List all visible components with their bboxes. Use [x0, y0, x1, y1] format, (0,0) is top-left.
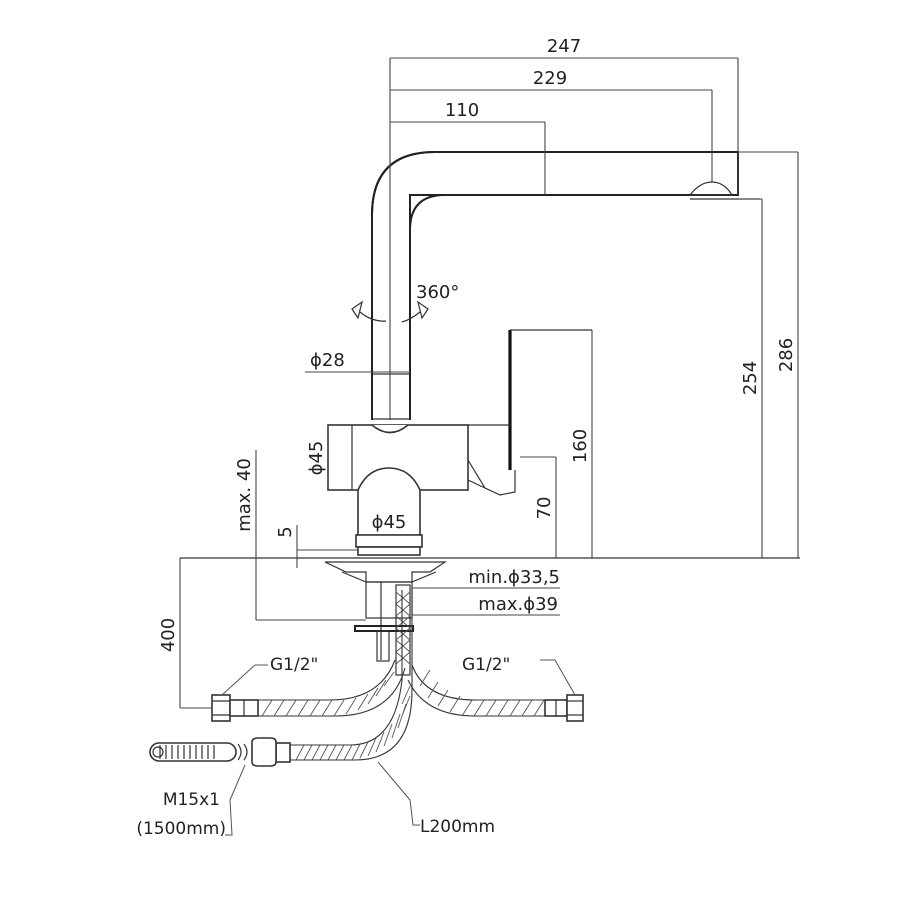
gasket-left-bevel	[341, 571, 367, 583]
label-pullout-length: (1500mm)	[136, 819, 226, 839]
spout-aerator	[688, 181, 734, 196]
label-400: 400	[158, 618, 179, 652]
lever-cam-diag	[467, 479, 486, 489]
spout-bend-outer	[371, 151, 436, 216]
right-inlet-hose-bottom	[407, 679, 545, 717]
lever-cam	[467, 459, 516, 496]
label-229: 229	[533, 68, 567, 89]
labels: 247 229 110 360° ϕ28 ϕ45 ϕ45 max. 40 5 m…	[136, 36, 797, 839]
label-phi28: ϕ28	[310, 350, 345, 371]
swivel-arrow-icon	[351, 300, 429, 323]
label-phi45-base: ϕ45	[372, 512, 407, 533]
right-inlet-hose-top	[411, 664, 545, 701]
body-spout-joint	[371, 424, 409, 434]
right-hose-hatch	[419, 669, 545, 717]
base-ring	[355, 534, 423, 548]
label-5: 5	[275, 526, 296, 537]
label-hose-length: L200mm	[420, 817, 495, 837]
label-max40: max. 40	[234, 458, 255, 532]
pullout-hose-bottom	[290, 590, 413, 761]
spring-coils	[159, 745, 215, 759]
label-hole-min: min.ϕ33,5	[468, 567, 560, 588]
label-phi45-side: ϕ45	[306, 441, 327, 476]
label-254: 254	[740, 361, 761, 395]
label-hole-max: max.ϕ39	[478, 594, 558, 615]
leader-inlet-left	[221, 664, 268, 696]
hose-bundle-hatch	[395, 591, 411, 665]
dimension-lines	[179, 57, 799, 709]
pullout-ferrule	[275, 742, 291, 763]
label-inlet-right: G1/2"	[462, 655, 510, 675]
gasket-right-bevel	[411, 571, 437, 583]
label-247: 247	[547, 36, 581, 57]
leader-pullout	[225, 764, 246, 836]
leader-inlet-right	[540, 659, 576, 696]
leader-lines	[221, 659, 576, 836]
left-inlet-hose-bottom	[258, 667, 406, 717]
label-70: 70	[534, 497, 555, 520]
label-110: 110	[445, 100, 479, 121]
fixing-plate	[354, 625, 414, 632]
spout-bend-inner	[409, 194, 700, 420]
fixing-stud	[376, 630, 390, 662]
right-nut	[566, 694, 584, 722]
spring-end	[152, 746, 164, 758]
base-plate	[357, 546, 421, 556]
pullout-nut	[251, 737, 277, 767]
leader-hose-length	[377, 761, 420, 826]
hoses	[149, 590, 584, 767]
spout	[371, 151, 760, 420]
pullout-collar	[237, 743, 248, 761]
pullout-hose-top	[290, 590, 403, 746]
base-neck	[357, 467, 421, 536]
label-pullout-thread: M15x1	[163, 790, 220, 810]
label-286: 286	[776, 338, 797, 372]
label-160: 160	[570, 429, 591, 463]
label-rotation: 360°	[416, 282, 459, 303]
pullout-hose-hatch	[295, 685, 411, 761]
left-nut	[211, 694, 231, 722]
left-hose-hatch	[261, 671, 395, 717]
mixer-body	[327, 329, 592, 556]
label-inlet-left: G1/2"	[270, 655, 318, 675]
